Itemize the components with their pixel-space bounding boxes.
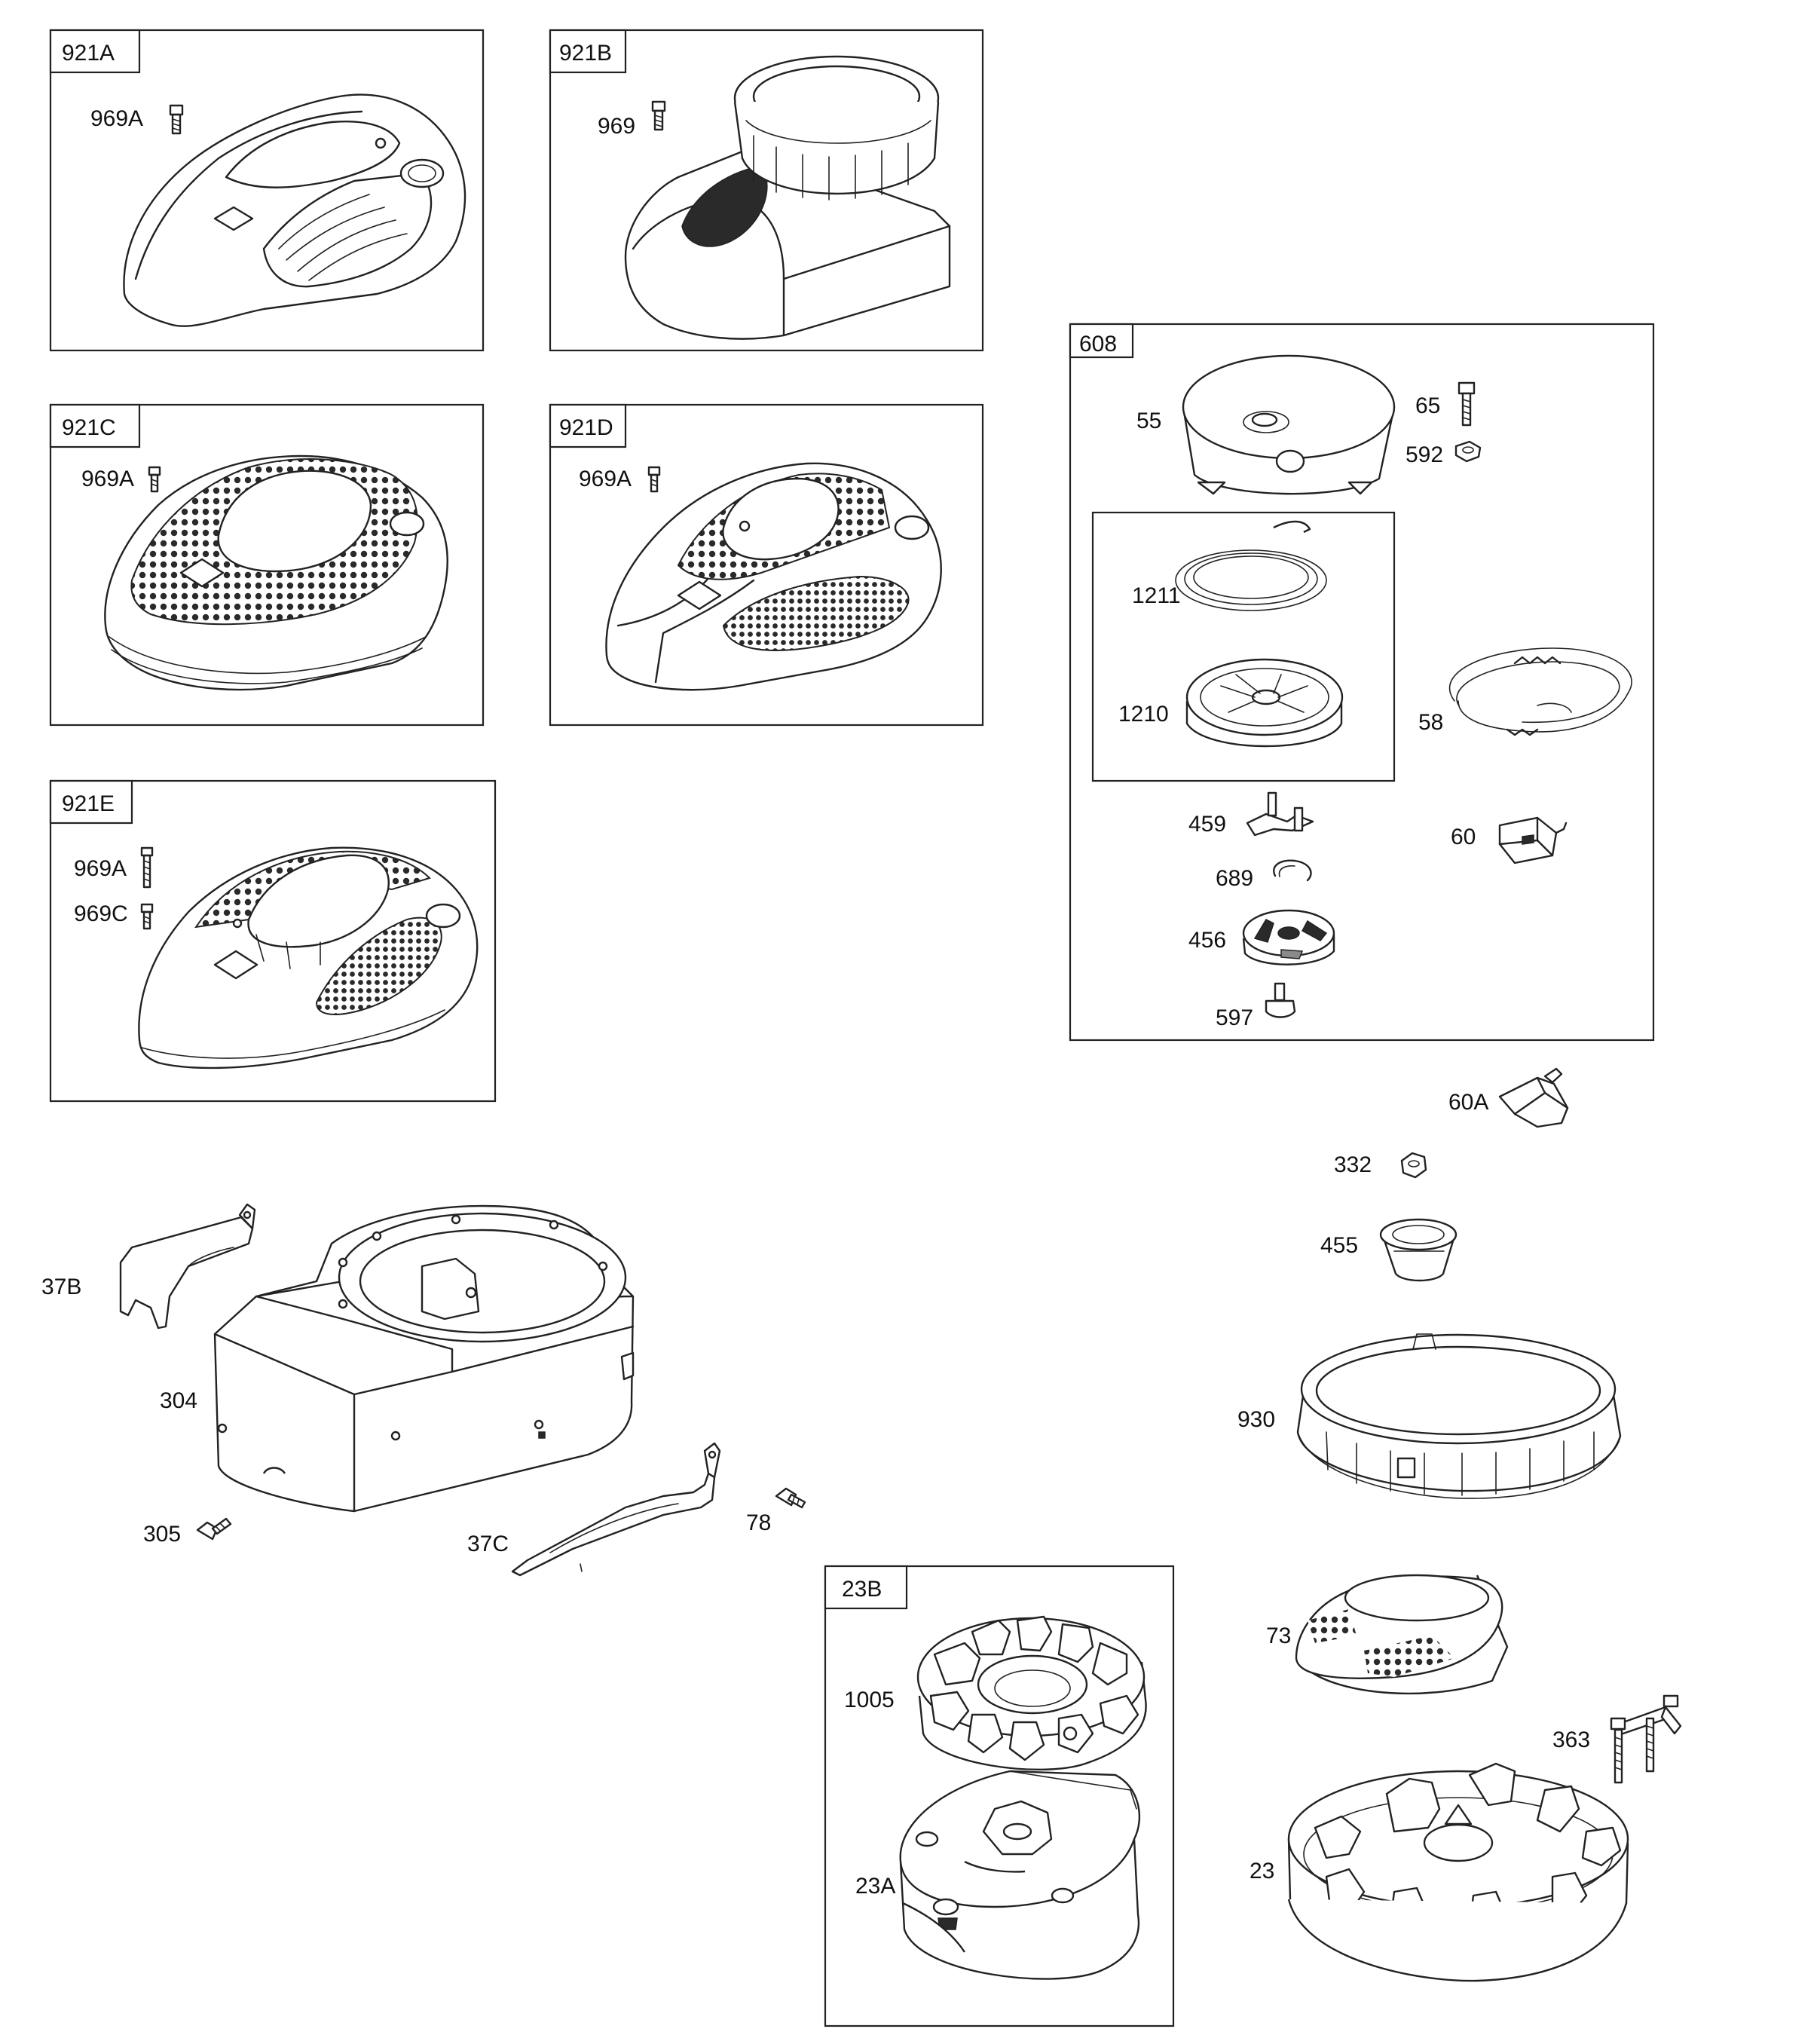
part-label-23: 23 xyxy=(1250,1859,1274,1884)
part-label-73: 73 xyxy=(1266,1623,1291,1648)
part-label-37C: 37C xyxy=(467,1532,509,1556)
box-label-921E: 921E xyxy=(62,791,115,816)
blower-cover-921E xyxy=(138,846,479,1070)
pulley-1210 xyxy=(1185,658,1344,748)
part-label-1211: 1211 xyxy=(1132,583,1181,608)
rotating-screen-930 xyxy=(1296,1333,1622,1499)
part-label-304: 304 xyxy=(160,1388,197,1413)
blower-cover-921B xyxy=(624,55,951,340)
part-label-60: 60 xyxy=(1451,825,1476,849)
part-label-969A: 969A xyxy=(579,467,632,491)
part-label-78: 78 xyxy=(746,1510,771,1535)
panel-921E: 921E 969A 969C xyxy=(49,779,497,1103)
nut-332 xyxy=(1400,1152,1427,1179)
ground-clip-363 xyxy=(1610,1694,1682,1784)
starter-rope-58 xyxy=(1448,647,1632,736)
screw-78 xyxy=(775,1487,806,1509)
part-label-597: 597 xyxy=(1216,1005,1253,1030)
part-label-455: 455 xyxy=(1320,1233,1358,1258)
part-label-969A: 969A xyxy=(81,467,134,491)
panel-921C: 921C 969A xyxy=(49,403,485,727)
part-label-969A: 969A xyxy=(74,856,127,881)
part-label-689: 689 xyxy=(1216,866,1253,891)
flywheel-23 xyxy=(1287,1762,1629,1982)
screw-969A xyxy=(140,846,154,889)
panel-608: 608 55 65 592 1211 1 xyxy=(1069,323,1655,1042)
air-guide-37C xyxy=(511,1442,721,1577)
part-label-363: 363 xyxy=(1552,1727,1590,1752)
screw-597 xyxy=(1265,982,1296,1018)
part-label-459: 459 xyxy=(1188,812,1226,837)
pawl-459 xyxy=(1246,791,1314,837)
part-label-969: 969 xyxy=(598,114,635,139)
part-label-23A: 23A xyxy=(855,1874,895,1899)
air-guide-37B xyxy=(119,1203,256,1330)
part-label-969C: 969C xyxy=(74,901,128,926)
screen-73 xyxy=(1295,1574,1509,1695)
pawl-retainer-456 xyxy=(1242,909,1335,965)
part-label-332: 332 xyxy=(1334,1152,1372,1177)
blower-housing-304 xyxy=(213,1204,635,1513)
part-label-305: 305 xyxy=(143,1522,181,1547)
screw-969 xyxy=(651,100,666,131)
retainer-ring-689 xyxy=(1273,859,1312,882)
panel-921A: 921A 969A xyxy=(49,29,485,352)
box-label-23B: 23B xyxy=(842,1577,882,1602)
screw-969A xyxy=(169,104,184,135)
part-label-930: 930 xyxy=(1237,1407,1275,1432)
part-label-1005: 1005 xyxy=(844,1688,895,1712)
flywheel-23A xyxy=(899,1770,1140,1980)
part-label-592: 592 xyxy=(1406,442,1443,467)
starter-housing-55 xyxy=(1182,354,1396,495)
blower-cover-921C xyxy=(104,454,448,691)
part-label-1210: 1210 xyxy=(1118,702,1169,727)
part-label-65: 65 xyxy=(1415,393,1440,418)
box-label-921B: 921B xyxy=(559,41,612,66)
box-label-921A: 921A xyxy=(62,41,115,66)
blower-cover-921D xyxy=(605,462,942,691)
panel-921D: 921D 969A xyxy=(549,403,984,727)
rewind-spring-1211 xyxy=(1175,520,1327,611)
screw-969C xyxy=(140,903,154,930)
nut-592 xyxy=(1454,440,1482,463)
part-label-55: 55 xyxy=(1136,409,1161,433)
box-label-921D: 921D xyxy=(559,415,613,440)
blower-cover-921A xyxy=(123,93,466,327)
handle-60A xyxy=(1498,1067,1569,1128)
screw-969A xyxy=(148,466,161,493)
bolt-65 xyxy=(1458,381,1476,427)
handle-60 xyxy=(1498,816,1568,864)
panel-921B: 921B 969 xyxy=(549,29,984,352)
part-label-58: 58 xyxy=(1418,710,1443,735)
part-label-60A: 60A xyxy=(1448,1090,1488,1115)
box-label-921C: 921C xyxy=(62,415,116,440)
panel-23B: 23B 1005 23A xyxy=(824,1565,1175,2027)
screw-969A xyxy=(647,466,661,493)
part-label-37B: 37B xyxy=(41,1275,81,1299)
box-label-608: 608 xyxy=(1079,332,1117,357)
part-label-969A: 969A xyxy=(90,106,143,131)
starter-cup-455 xyxy=(1379,1218,1458,1282)
screw-305 xyxy=(196,1517,232,1541)
fan-1005 xyxy=(916,1615,1147,1771)
part-label-456: 456 xyxy=(1188,928,1226,953)
